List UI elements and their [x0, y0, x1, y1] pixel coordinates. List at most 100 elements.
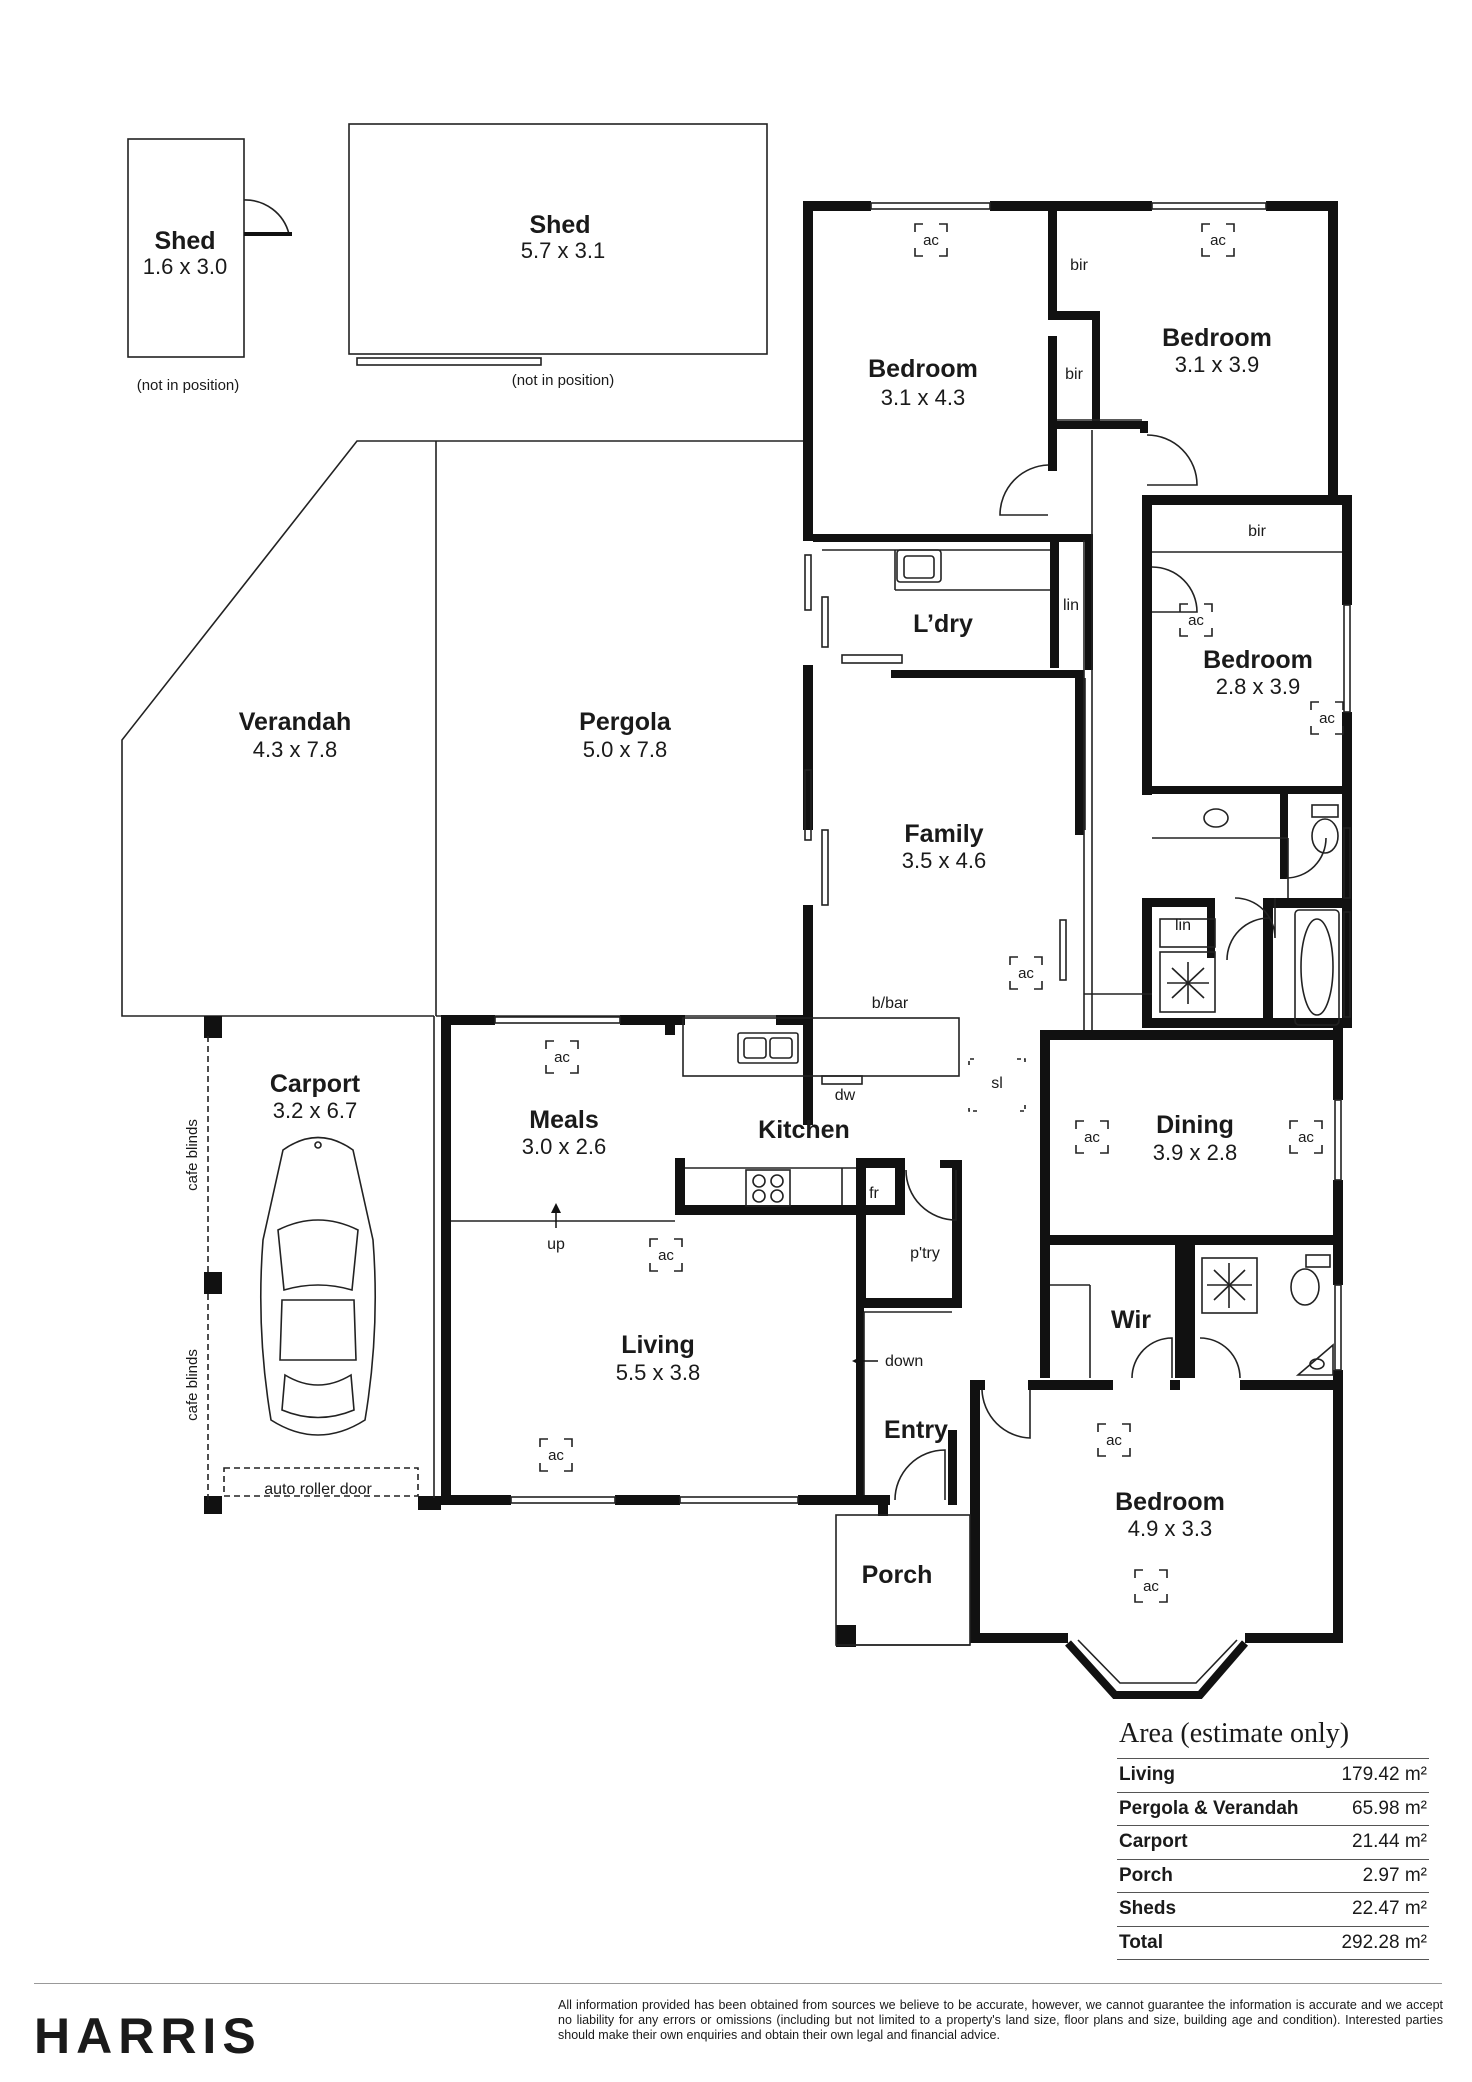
- bbar-label: b/bar: [872, 995, 909, 1012]
- disclaimer-text: All information provided has been obtain…: [558, 1998, 1443, 2042]
- svg-text:ac: ac: [658, 1247, 674, 1264]
- living-dims: 5.5 x 3.8: [616, 1360, 700, 1385]
- area-row-value: 292.28 m²: [1326, 1926, 1429, 1960]
- area-row-value: 2.97 m²: [1326, 1859, 1429, 1893]
- ac-icon: ac: [1289, 1120, 1323, 1154]
- ac-icon: ac: [545, 1040, 579, 1074]
- dining-dims: 3.9 x 2.8: [1153, 1140, 1237, 1165]
- svg-text:ac: ac: [1210, 232, 1226, 249]
- down-label: down: [885, 1353, 923, 1370]
- shed-large-note: (not in position): [512, 372, 615, 389]
- ac-icon: ac: [539, 1438, 573, 1472]
- svg-text:ac: ac: [1319, 710, 1335, 727]
- bedroom2-dims: 3.1 x 3.9: [1175, 352, 1259, 377]
- ac-icon: ac: [914, 223, 948, 257]
- dw-label: dw: [835, 1087, 856, 1104]
- svg-text:ac: ac: [1188, 612, 1204, 629]
- windows: [494, 202, 1351, 1504]
- entry-name: Entry: [884, 1416, 948, 1444]
- verandah-pergola-outline: [121, 440, 806, 1017]
- ac-icon: ac: [1179, 603, 1213, 637]
- cafe-blinds-label: cafe blinds: [184, 1349, 201, 1421]
- brand-logo: HARRIS: [34, 2008, 262, 2064]
- bir-label: bir: [1065, 366, 1083, 383]
- up-label: up: [547, 1236, 565, 1253]
- bir-label: bir: [1248, 523, 1266, 540]
- family-dims: 3.5 x 4.6: [902, 848, 986, 873]
- svg-text:ac: ac: [1084, 1129, 1100, 1146]
- porch-name: Porch: [862, 1561, 933, 1589]
- area-row-label: Total: [1117, 1926, 1327, 1960]
- bedroom4-dims: 4.9 x 3.3: [1128, 1516, 1212, 1541]
- bedroom4-name: Bedroom: [1115, 1488, 1225, 1516]
- ac-icon: ac: [1097, 1423, 1131, 1457]
- area-row-value: 65.98 m²: [1326, 1792, 1429, 1826]
- shed-large: Shed 5.7 x 3.1 (not in position): [348, 123, 768, 389]
- shed-small-dims: 1.6 x 3.0: [143, 254, 227, 279]
- car-icon: [259, 1136, 377, 1436]
- shed-small-name: Shed: [154, 227, 215, 255]
- roller-door-label: auto roller door: [264, 1481, 372, 1498]
- svg-text:ac: ac: [548, 1447, 564, 1464]
- svg-text:ac: ac: [1106, 1432, 1122, 1449]
- area-row-label: Pergola & Verandah: [1117, 1792, 1327, 1826]
- bedroom1-dims: 3.1 x 4.3: [881, 385, 965, 410]
- bedroom1-name: Bedroom: [868, 355, 978, 383]
- laundry-tub-icon: [896, 549, 942, 583]
- carport-name: Carport: [270, 1070, 361, 1098]
- meals-name: Meals: [529, 1106, 598, 1134]
- area-row-label: Living: [1117, 1758, 1327, 1793]
- cooktop-icon: [745, 1169, 791, 1207]
- kitchen-sink-icon: [737, 1032, 799, 1064]
- area-row-value: 21.44 m²: [1326, 1825, 1429, 1860]
- wir-name: Wir: [1111, 1306, 1151, 1334]
- shed-small: Shed 1.6 x 3.0 (not in position): [127, 138, 292, 394]
- bedroom3-name: Bedroom: [1203, 646, 1313, 674]
- area-row-label: Carport: [1117, 1825, 1327, 1860]
- shower-icon: [1159, 951, 1216, 1013]
- svg-text:ac: ac: [923, 232, 939, 249]
- ac-icon: ac: [1134, 1569, 1168, 1603]
- shed-large-name: Shed: [529, 211, 590, 239]
- doors: [894, 434, 1327, 1501]
- ac-markers: ac ac ac ac ac ac ac ac ac ac ac ac: [539, 223, 1344, 1603]
- ensuite-shower-icon: [1201, 1257, 1258, 1314]
- ac-icon: ac: [1201, 223, 1235, 257]
- ac-icon: ac: [649, 1238, 683, 1272]
- floor-plan: Shed 1.6 x 3.0 (not in position) Shed 5.…: [121, 123, 1352, 1699]
- pantry-label: p'try: [910, 1245, 940, 1262]
- bir-label: bir: [1070, 257, 1088, 274]
- area-title: Area (estimate only): [1119, 1718, 1350, 1749]
- area-row-value: 22.47 m²: [1326, 1892, 1429, 1927]
- svg-text:ac: ac: [1298, 1129, 1314, 1146]
- kitchen-name: Kitchen: [758, 1116, 850, 1144]
- sl-label: sl: [991, 1075, 1003, 1092]
- meals-dims: 3.0 x 2.6: [522, 1134, 606, 1159]
- svg-text:ac: ac: [554, 1049, 570, 1066]
- ac-icon: ac: [1075, 1120, 1109, 1154]
- ac-icon: ac: [1009, 956, 1043, 990]
- bathtub-icon: [1294, 909, 1340, 1026]
- family-name: Family: [904, 820, 983, 848]
- verandah-dims: 4.3 x 7.8: [253, 737, 337, 762]
- ac-icon: ac: [1310, 701, 1344, 735]
- area-row-label: Sheds: [1117, 1892, 1327, 1927]
- fr-label: fr: [869, 1185, 879, 1202]
- area-row-value: 179.42 m²: [1326, 1758, 1429, 1793]
- house-walls: [204, 201, 1352, 1647]
- bedroom3-dims: 2.8 x 3.9: [1216, 674, 1300, 699]
- pergola-name: Pergola: [579, 708, 672, 736]
- svg-text:ac: ac: [1018, 965, 1034, 982]
- fixtures: [737, 549, 1340, 1376]
- ensuite-toilet-icon: [1305, 1254, 1331, 1268]
- basin-icon: [1203, 808, 1229, 828]
- toilet-icon: [1311, 804, 1339, 818]
- area-row-label: Porch: [1117, 1859, 1327, 1893]
- ensuite-basin-icon: [1295, 1343, 1334, 1376]
- cafe-blinds-label: cafe blinds: [184, 1119, 201, 1191]
